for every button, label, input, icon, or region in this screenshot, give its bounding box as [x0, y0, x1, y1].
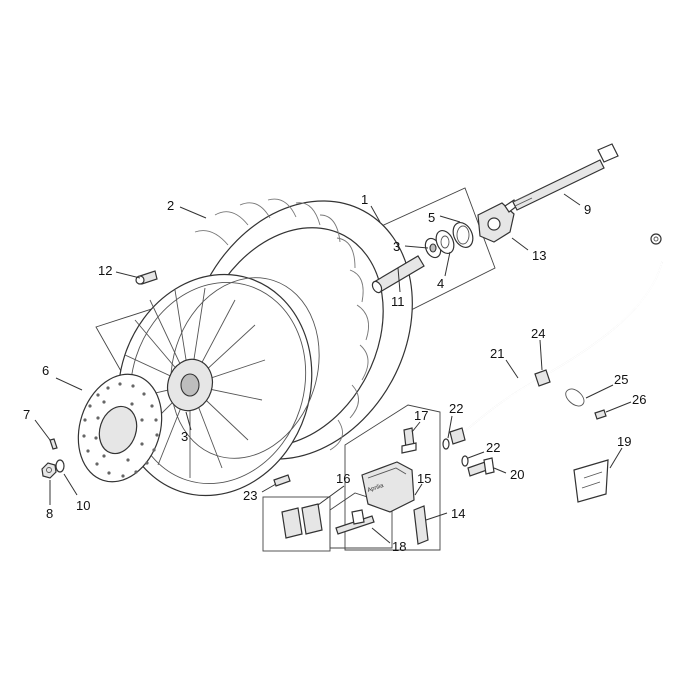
callout-15: 15 [417, 471, 431, 486]
callout-16: 16 [336, 471, 350, 486]
callout-20: 20 [510, 467, 524, 482]
clip-screw [594, 409, 607, 420]
pad-spring [413, 505, 429, 545]
callout-3-bearing: 3 [393, 239, 400, 254]
callout-8: 8 [46, 506, 53, 521]
callout-7: 7 [23, 407, 30, 422]
callout-17: 17 [414, 408, 428, 423]
callout-3-rim: 3 [181, 429, 188, 444]
pin-kit [335, 509, 375, 535]
callout-6: 6 [42, 363, 49, 378]
callout-2: 2 [167, 198, 174, 213]
callout-24: 24 [531, 326, 545, 341]
hose-guide [534, 369, 551, 387]
callout-22-upper: 22 [449, 401, 463, 416]
caliper-screw [273, 474, 291, 487]
callout-13: 13 [532, 248, 546, 263]
callout-10: 10 [76, 498, 90, 513]
caliper-logo: Aprilia [367, 483, 385, 494]
bleed-valve [401, 427, 417, 454]
callout-26: 26 [632, 392, 646, 407]
wheel-rim [117, 273, 320, 497]
brake-pads [281, 503, 323, 539]
brake-disc [77, 373, 163, 483]
callout-18: 18 [392, 539, 406, 554]
brake-caliper: Aprilia [361, 461, 415, 513]
copper-washer [442, 438, 469, 467]
assembly-box-pin-kit [329, 492, 393, 549]
callout-4: 4 [437, 276, 444, 291]
assembly-box-caliper [344, 404, 441, 551]
callout-14: 14 [451, 506, 465, 521]
nut [41, 462, 57, 479]
disc-screw [49, 438, 58, 450]
leader-lines [34, 193, 632, 544]
callout-9: 9 [584, 202, 591, 217]
callout-21: 21 [490, 346, 504, 361]
washer [55, 459, 65, 473]
cable-clip [565, 388, 585, 407]
callout-12: 12 [98, 263, 112, 278]
callout-25: 25 [614, 372, 628, 387]
callout-11: 11 [391, 294, 405, 309]
speedometer-drive [477, 199, 518, 243]
callout-1: 1 [361, 192, 368, 207]
brake-hose [449, 233, 663, 445]
spacer-ring [452, 222, 474, 248]
callout-22-lower: 22 [486, 440, 500, 455]
callout-5: 5 [428, 210, 435, 225]
callout-19: 19 [617, 434, 631, 449]
callout-23: 23 [243, 488, 257, 503]
decal-pack [573, 459, 609, 503]
wheel-spindle [512, 143, 619, 211]
callout-numbers: 1 2 3 3 4 5 6 7 8 9 10 11 12 13 14 15 16… [23, 192, 646, 554]
banjo-bolt [467, 457, 495, 477]
